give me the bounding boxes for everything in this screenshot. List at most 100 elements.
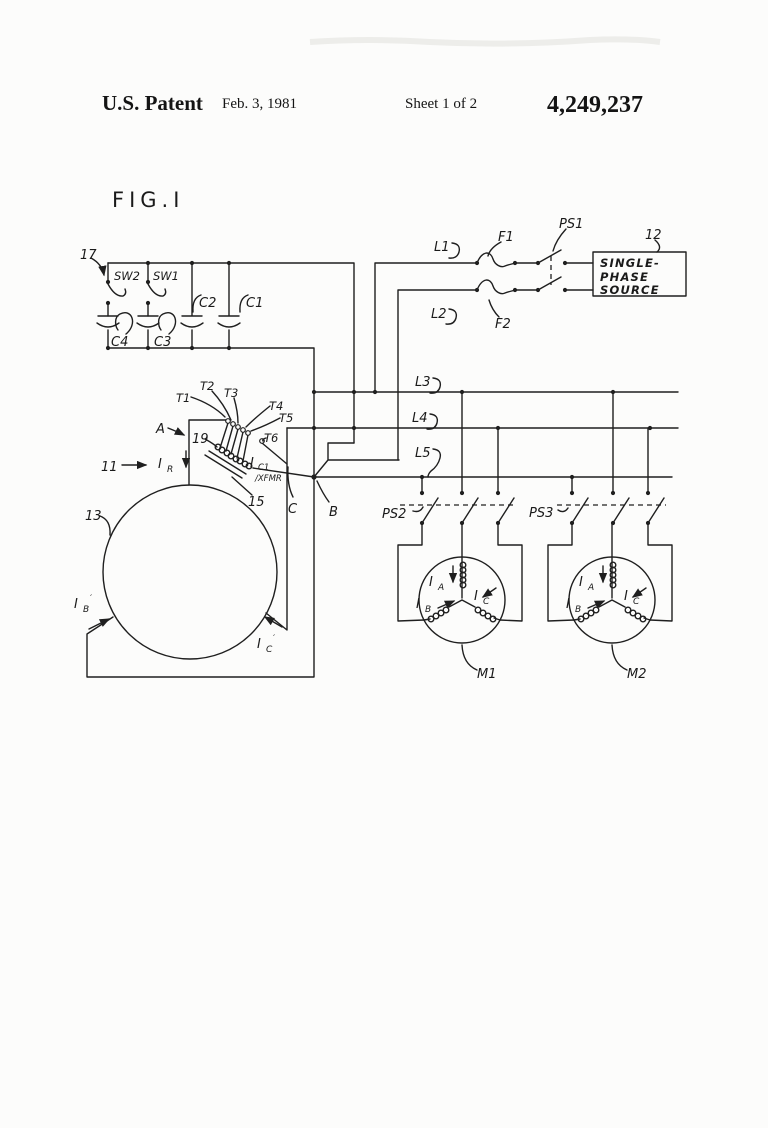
patent-title: U.S. Patent bbox=[102, 91, 203, 115]
tap-t4-label: T4 bbox=[269, 399, 283, 413]
motor-m2-coil-loop bbox=[582, 612, 590, 620]
tap-t3-terminal bbox=[235, 424, 241, 430]
m1-current-ia-base: I bbox=[429, 575, 433, 590]
leader-t6 bbox=[262, 437, 267, 442]
tap-t5-terminal bbox=[245, 430, 251, 436]
current-ib-prime-base: I bbox=[74, 597, 78, 612]
transformer-core bbox=[204, 450, 247, 479]
leader-ref19 bbox=[204, 438, 218, 448]
switch-ps1-blade-top bbox=[537, 249, 562, 264]
leader-m2 bbox=[611, 644, 628, 671]
leader-l4 bbox=[426, 413, 439, 430]
terminal-a-label: A bbox=[155, 422, 165, 437]
leader-t1 bbox=[190, 396, 226, 418]
tap-t3-label: T3 bbox=[224, 386, 238, 400]
tap-t5-label: T5 bbox=[279, 411, 293, 425]
capacitor-c1-symbol bbox=[217, 262, 241, 349]
component-labels: 17 SW2 SW1 C2 C1 C4 C3 L1 F1 PS1 12 L2 F… bbox=[80, 217, 662, 682]
leader-l3 bbox=[429, 377, 442, 394]
current-ib-prime-sub: B bbox=[83, 605, 89, 615]
source-box-line3: SOURCE bbox=[600, 283, 660, 297]
leader-ref13 bbox=[99, 515, 111, 536]
single-phase-source-box bbox=[592, 251, 687, 297]
switch-ps3-label: PS3 bbox=[529, 506, 553, 521]
arrow-m2-ib bbox=[587, 600, 606, 609]
current-ic-prime-mark: ′ bbox=[273, 634, 275, 644]
current-labels: I R I C1 /XFMR I B ′ I C ′ I A I B I C I… bbox=[74, 456, 640, 655]
switch-ps2-label: PS2 bbox=[382, 507, 406, 522]
motor-m1-frame bbox=[418, 556, 506, 644]
junction-dots bbox=[105, 260, 653, 526]
arrow-terminal-a bbox=[167, 427, 186, 436]
motor-m2-coil-loop bbox=[577, 615, 585, 623]
arrow-ref17 bbox=[90, 257, 107, 277]
tap-t1-terminal bbox=[225, 418, 231, 424]
leader-l1 bbox=[448, 242, 461, 259]
tap-t1-label: T1 bbox=[176, 391, 190, 405]
transformer-coil-loop bbox=[245, 462, 253, 470]
motor-m2-label: M2 bbox=[627, 667, 647, 682]
ref-15-label: 15 bbox=[248, 495, 265, 510]
leader-ps3 bbox=[557, 507, 569, 513]
xfmr-label: /XFMR bbox=[254, 474, 282, 484]
single-phase-source-text: SINGLE- PHASE SOURCE bbox=[600, 256, 660, 297]
wire-l1 bbox=[374, 262, 594, 393]
motor-m2-frame bbox=[568, 556, 656, 644]
motor-m1-coil-loop bbox=[489, 615, 497, 623]
motor-m2-coil-loop bbox=[624, 606, 632, 614]
motor-m1-coil-loop bbox=[474, 606, 482, 614]
current-ir-sub: R bbox=[167, 465, 173, 475]
current-ib-prime-mark: ′ bbox=[90, 594, 92, 604]
label-leaders bbox=[99, 228, 661, 671]
arrow-current-ic-prime bbox=[263, 616, 283, 628]
motor-m2-leads bbox=[547, 522, 673, 622]
m1-current-ib-sub: B bbox=[425, 605, 431, 615]
transformer-coil-loop bbox=[227, 452, 235, 460]
leader-l5 bbox=[427, 448, 442, 478]
motor-m1-coil-loop bbox=[437, 609, 445, 617]
fuse-f1-label: F1 bbox=[498, 230, 514, 245]
wire-terminal-c bbox=[265, 427, 288, 631]
ref-17-label: 17 bbox=[80, 248, 97, 263]
line-l1-label: L1 bbox=[434, 240, 450, 255]
fuse-f2-label: F2 bbox=[495, 317, 511, 332]
wire-staircase bbox=[313, 442, 400, 478]
transformer-coil-loop bbox=[218, 446, 226, 454]
capacitor-c4-symbol bbox=[96, 315, 120, 328]
capacitor-c2-label: C2 bbox=[199, 296, 216, 311]
fuse-f1-symbol bbox=[476, 252, 516, 268]
leader-f1 bbox=[487, 241, 502, 257]
leader-t2 bbox=[211, 390, 232, 421]
wire-motor-drops bbox=[421, 391, 649, 494]
ref-13-label: 13 bbox=[85, 509, 102, 524]
m2-current-ia-sub: A bbox=[587, 583, 594, 593]
m2-current-ic-base: I bbox=[624, 589, 628, 604]
source-box-line2: PHASE bbox=[600, 270, 649, 284]
switch-sw1-blade bbox=[147, 283, 167, 297]
leader-t3 bbox=[233, 397, 239, 424]
tap-t6-label: T6 bbox=[264, 431, 278, 445]
node-b-junction bbox=[311, 474, 317, 480]
switch-ps1-blade-bottom bbox=[537, 276, 562, 291]
arrow-m1-ib bbox=[437, 600, 456, 609]
motor-m2-coil-loop bbox=[629, 609, 637, 617]
motor-m1-coil-loop bbox=[459, 581, 467, 589]
arrow-m2-ic bbox=[631, 587, 647, 598]
motor-m2-coil-loop bbox=[639, 615, 647, 623]
switch-ps3-blades bbox=[571, 497, 665, 524]
leader-ps1 bbox=[552, 228, 567, 252]
leader-terminal-c bbox=[287, 466, 294, 498]
capacitor-c3-label: C3 bbox=[154, 335, 171, 350]
capacitor-c3-symbol bbox=[136, 315, 160, 328]
terminal-b-label: B bbox=[329, 505, 338, 520]
wire-winding-to-b bbox=[252, 467, 315, 478]
switch-ps2-blades bbox=[421, 497, 515, 524]
patent-header: U.S. Patent Feb. 3, 1981 Sheet 1 of 2 4,… bbox=[102, 91, 643, 118]
switch-sw1-label: SW1 bbox=[153, 269, 179, 283]
arrow-current-ib-prime bbox=[88, 618, 111, 630]
m2-current-ib-base: I bbox=[566, 597, 570, 612]
motor-m1-coil-loop bbox=[432, 612, 440, 620]
leader-ref12 bbox=[654, 239, 661, 253]
arrow-m1-ic bbox=[481, 587, 497, 598]
